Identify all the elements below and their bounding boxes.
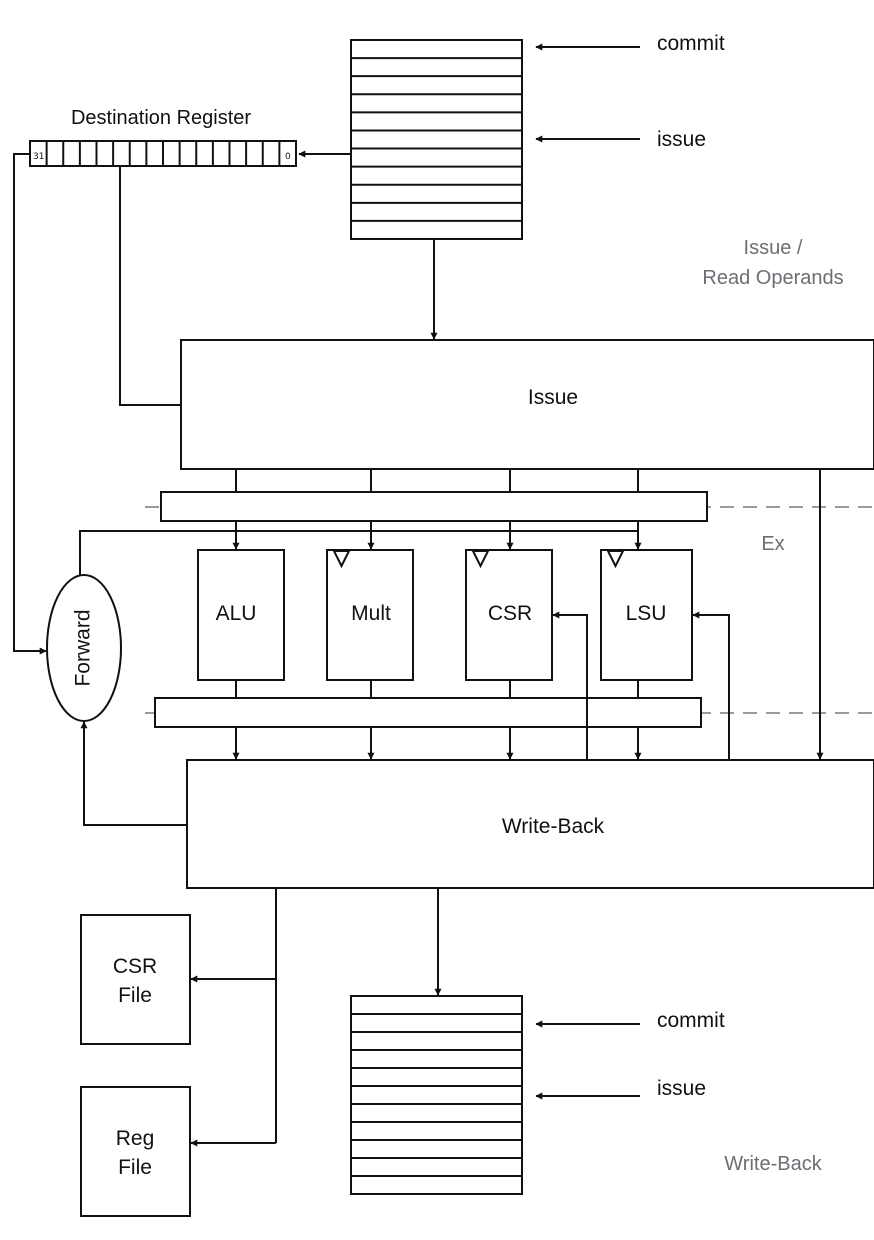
destination-register-title: Destination Register bbox=[71, 107, 251, 129]
forward-unit bbox=[46, 574, 122, 722]
stage-label-read-operands: Read Operands bbox=[702, 267, 843, 289]
dest-register-lsb-label: 0 bbox=[285, 152, 291, 162]
lsu-unit bbox=[600, 549, 693, 681]
wb-to-lsu-arrow bbox=[692, 611, 730, 760]
mult-clock-icon bbox=[332, 550, 351, 569]
issue-label-top: issue bbox=[657, 128, 706, 151]
stage-label-write-back: Write-Back bbox=[724, 1153, 822, 1175]
result-bus-lower bbox=[154, 697, 702, 728]
dest-register-msb-label: 31 bbox=[33, 152, 44, 162]
destination-register bbox=[29, 140, 297, 167]
wb-to-forward-arrow bbox=[80, 721, 187, 826]
reg-file-label-line1: Reg bbox=[116, 1127, 155, 1150]
writeback-block bbox=[186, 759, 874, 889]
csr-file-label-line1: CSR bbox=[113, 955, 157, 978]
queue-bottom-outline bbox=[350, 995, 523, 1195]
csr-unit bbox=[465, 549, 553, 681]
csr-file bbox=[80, 914, 191, 1045]
queue-top-outline bbox=[350, 39, 523, 240]
stage-label-issue: Issue / bbox=[744, 237, 803, 259]
forward-unit-label: Forward bbox=[72, 609, 95, 686]
issue-label-bottom: issue bbox=[657, 1077, 706, 1100]
lsu-clock-icon bbox=[606, 550, 625, 569]
wb-to-csr-arrow bbox=[552, 611, 588, 760]
mult-unit-label: Mult bbox=[351, 602, 391, 625]
destreg-to-issue-line bbox=[119, 167, 181, 406]
csr-clock-icon bbox=[471, 550, 490, 569]
forward-bypass-line bbox=[79, 530, 638, 575]
reg-file-label-line2: File bbox=[118, 1156, 152, 1179]
operand-bus-upper bbox=[160, 491, 708, 522]
destreg-to-forward-arrow bbox=[13, 153, 47, 655]
commit-label-top: commit bbox=[657, 32, 725, 55]
reg-file bbox=[80, 1086, 191, 1217]
scoreboard-queue-bottom bbox=[350, 995, 523, 1195]
issue-block-label: Issue bbox=[528, 386, 578, 409]
commit-label-bottom: commit bbox=[657, 1009, 725, 1032]
alu-unit-label: ALU bbox=[216, 602, 257, 625]
csr-file-label-line2: File bbox=[118, 984, 152, 1007]
alu-unit bbox=[197, 549, 285, 681]
scoreboard-queue-top bbox=[350, 39, 523, 240]
csr-unit-label: CSR bbox=[488, 602, 532, 625]
lsu-unit-label: LSU bbox=[626, 602, 667, 625]
stage-label-ex: Ex bbox=[761, 533, 784, 555]
writeback-block-label: Write-Back bbox=[502, 815, 605, 838]
mult-unit bbox=[326, 549, 414, 681]
